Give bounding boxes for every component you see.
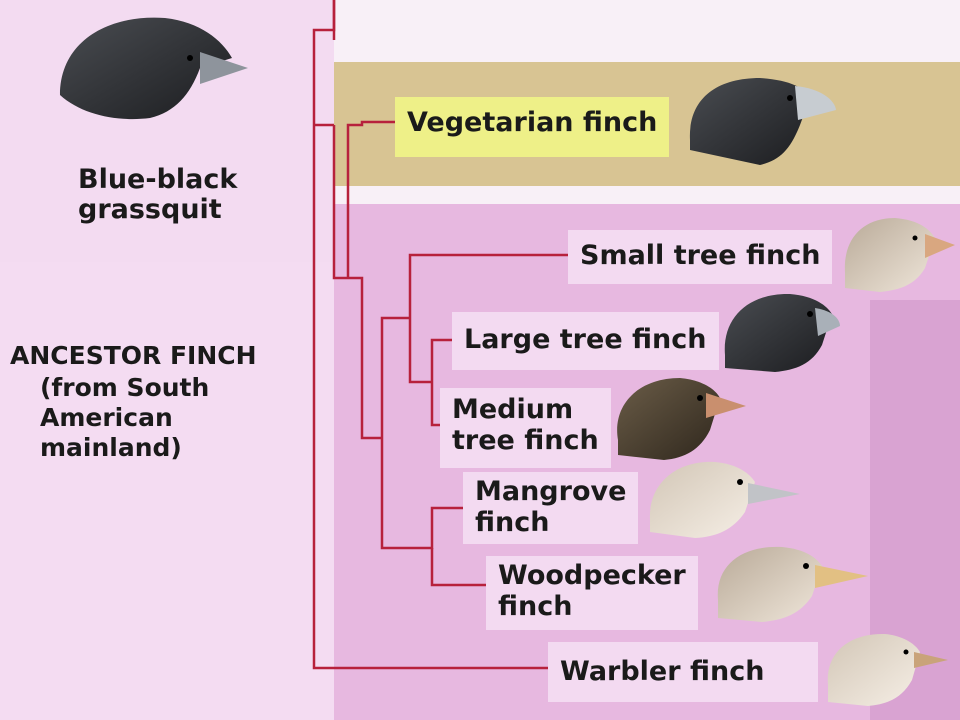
- branch-mangrove-node: [380, 438, 410, 550]
- species-label-woodpecker: Woodpecker finch: [486, 556, 698, 630]
- ancestor-title: ANCESTOR FINCH: [10, 341, 257, 370]
- branch-medium: [430, 382, 440, 427]
- species-label-vegetarian: Vegetarian finch: [395, 97, 670, 157]
- small-tree-finch-bird-icon: [844, 218, 955, 292]
- upper-white-panel: [334, 0, 960, 62]
- tree-finch-band: [334, 204, 960, 720]
- branch-vegetarian: [346, 120, 395, 278]
- species-label-mangrove: Mangrove finch: [463, 472, 639, 544]
- phylogeny-tree-lines: [312, 0, 568, 670]
- ancestor-note: (from South American mainland): [40, 373, 210, 462]
- mangrove-finch-bird-icon: [649, 461, 800, 538]
- warbler-finch-bird-icon: [827, 633, 948, 706]
- gap-white-strip: [334, 186, 960, 204]
- branch-large: [430, 338, 452, 382]
- branch-veg-node: [332, 125, 348, 280]
- outgroup-label: Blue-black grassquit: [78, 164, 238, 225]
- medium-tree-finch-bird-icon: [617, 378, 746, 460]
- branch-large-medium: [408, 318, 432, 384]
- vegetarian-finch-bird-icon: [689, 78, 836, 165]
- branch-small-node: [408, 253, 568, 318]
- species-label-warbler: Warbler finch: [548, 642, 818, 702]
- species-label-medium-tree: Medium tree finch: [440, 388, 611, 468]
- species-label-large-tree: Large tree finch: [452, 312, 719, 370]
- large-tree-finch-bird-icon: [724, 293, 840, 372]
- branch-tree-split: [380, 316, 410, 438]
- species-label-small-tree: Small tree finch: [568, 230, 833, 284]
- branch-woodpecker: [430, 548, 486, 587]
- grassquit-bird-icon: [60, 17, 248, 120]
- branch-mangrove: [410, 506, 463, 550]
- woodpecker-finch-bird-icon: [717, 546, 868, 622]
- branch-tree-node: [348, 276, 382, 440]
